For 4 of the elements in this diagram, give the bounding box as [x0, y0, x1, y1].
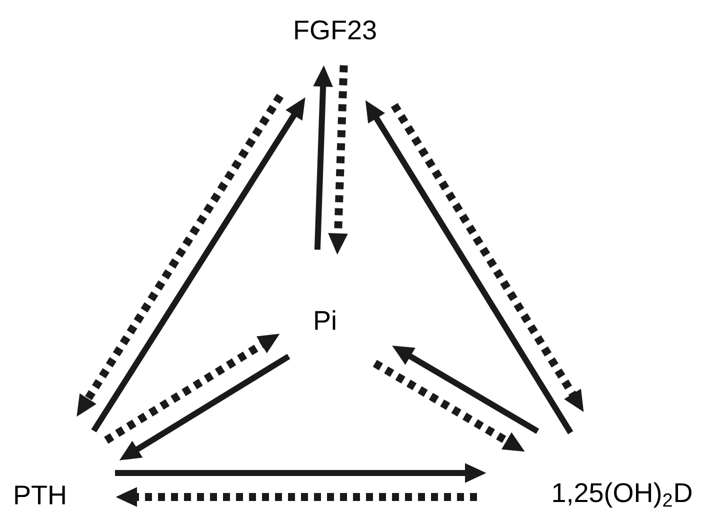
- node-label: PTH: [15, 486, 65, 504]
- node-label: 1,25(OH)$_{2}$D: [553, 482, 692, 508]
- node-label: FGF23: [295, 20, 376, 40]
- node-label: Pi: [315, 310, 336, 330]
